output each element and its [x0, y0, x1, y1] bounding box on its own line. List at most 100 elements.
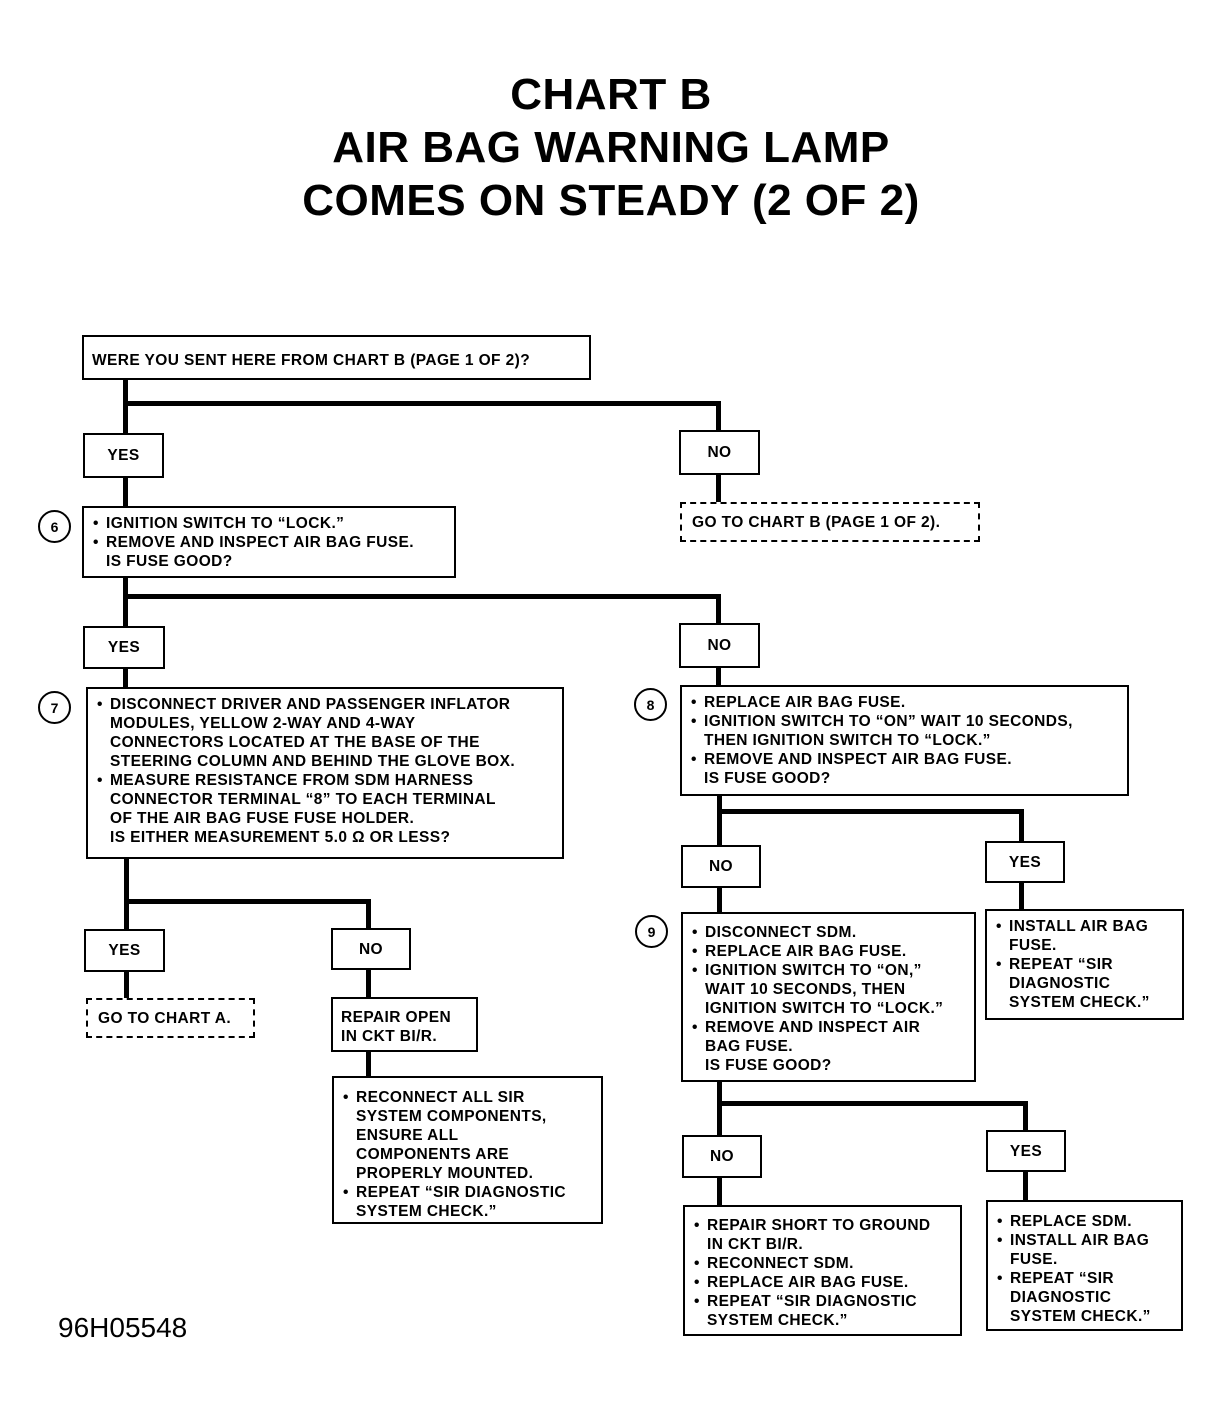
goto-text: GO TO CHART A.	[98, 1009, 232, 1027]
connector	[123, 380, 128, 433]
step-9-no-label: NO	[682, 1135, 762, 1178]
goto-text: GO TO CHART B (PAGE 1 OF 2).	[692, 513, 941, 531]
connector	[717, 1101, 1028, 1106]
step-9-item-line: IGNITION SWITCH TO “ON,”	[705, 962, 922, 979]
no-text: NO	[708, 858, 734, 875]
step-7-yes-action: GO TO CHART A.	[86, 998, 255, 1038]
figure-id: 96H05548	[58, 1312, 188, 1343]
yes-text: YES	[1008, 853, 1042, 871]
step-6-box: IGNITION SWITCH TO “LOCK.” REMOVE AND IN…	[82, 506, 456, 578]
step-9-question: IS FUSE GOOD?	[705, 1057, 832, 1074]
step-8-item: REPLACE AIR BAG FUSE.	[690, 693, 1119, 712]
followup-line: SYSTEM COMPONENTS,	[356, 1108, 547, 1125]
branch1-no-action: GO TO CHART B (PAGE 1 OF 2).	[680, 502, 980, 542]
connector	[366, 1052, 371, 1076]
step-8-item-line: REPLACE AIR BAG FUSE.	[704, 694, 906, 711]
step-8-yes-label: YES	[985, 841, 1065, 883]
yes-text: YES	[1009, 1142, 1043, 1160]
action-line: REPAIR OPEN	[341, 1009, 452, 1026]
step-7-number: 7	[38, 691, 71, 724]
connector	[717, 1082, 722, 1135]
connector	[717, 809, 1024, 814]
step-9-no-action: REPAIR SHORT TO GROUND IN CKT BI/R. RECO…	[683, 1205, 962, 1336]
connector	[716, 401, 721, 431]
step-9-box: DISCONNECT SDM. REPLACE AIR BAG FUSE. IG…	[681, 912, 976, 1082]
connector	[124, 899, 371, 904]
connector	[717, 888, 722, 912]
connector	[366, 899, 371, 929]
connector	[124, 859, 129, 929]
no-text: NO	[358, 940, 384, 958]
action-line: REPLACE AIR BAG FUSE.	[707, 1274, 909, 1291]
connector	[124, 971, 129, 998]
chart-title: CHART B AIR BAG WARNING LAMP COMES ON ST…	[0, 68, 1222, 227]
step-9-item-line: REMOVE AND INSPECT AIR	[705, 1019, 921, 1036]
no-text: NO	[709, 1148, 735, 1165]
connector	[1023, 1172, 1028, 1200]
title-line-3: COMES ON STEADY (2 OF 2)	[302, 176, 920, 225]
step-6-no-label: NO	[679, 623, 760, 668]
title-line-1: CHART B	[510, 70, 712, 119]
step-7-question: IS EITHER MEASUREMENT 5.0 Ω OR LESS?	[110, 829, 451, 846]
step-8-item: REMOVE AND INSPECT AIR BAG FUSE.	[690, 750, 1119, 769]
no-text: NO	[707, 637, 732, 654]
followup-line: SYSTEM CHECK.”	[356, 1203, 497, 1220]
step-8-item-line: IGNITION SWITCH TO “ON” WAIT 10 SECONDS,	[704, 713, 1073, 730]
step-9-item-line: WAIT 10 SECONDS, THEN	[705, 981, 906, 998]
connector	[123, 476, 128, 506]
followup-line: ENSURE ALL	[356, 1127, 459, 1144]
step-9-item: IGNITION SWITCH TO “ON,” WAIT 10 SECONDS…	[691, 961, 966, 1018]
step-6-item: REMOVE AND INSPECT AIR BAG FUSE.	[92, 533, 446, 552]
action-line: INSTALL AIR BAG	[1010, 1232, 1150, 1249]
connector	[123, 594, 721, 599]
followup-item: REPEAT “SIR DIAGNOSTIC SYSTEM CHECK.”	[342, 1183, 593, 1221]
step-7-item: DISCONNECT DRIVER AND PASSENGER INFLATOR…	[96, 695, 554, 771]
step-7-item-line: DISCONNECT DRIVER AND PASSENGER INFLATOR	[110, 696, 511, 713]
action-line: REPAIR SHORT TO GROUND	[707, 1217, 931, 1234]
step-8-yes-action: INSTALL AIR BAG FUSE. REPEAT “SIR DIAGNO…	[985, 909, 1184, 1020]
connector	[717, 1178, 722, 1205]
step-6-yes-label: YES	[83, 626, 165, 669]
action-line: DIAGNOSTIC	[1010, 1289, 1112, 1306]
step-8-item-line: THEN IGNITION SWITCH TO “LOCK.”	[704, 732, 991, 749]
connector	[1019, 809, 1024, 841]
connector	[716, 594, 721, 624]
step-8-question: IS FUSE GOOD?	[704, 770, 831, 787]
branch1-yes-label: YES	[83, 433, 164, 478]
followup-line: COMPONENTS ARE	[356, 1146, 510, 1163]
action-line: INSTALL AIR BAG	[1009, 918, 1149, 935]
action-line: SYSTEM CHECK.”	[707, 1312, 848, 1329]
step-9-item: REPLACE AIR BAG FUSE.	[691, 942, 966, 961]
step-9-item: DISCONNECT SDM.	[691, 923, 966, 942]
step-7-item-line: OF THE AIR BAG FUSE FUSE HOLDER.	[110, 810, 415, 827]
followup-line: PROPERLY MOUNTED.	[356, 1165, 534, 1182]
step-7-item-line: MODULES, YELLOW 2-WAY AND 4-WAY	[110, 715, 416, 732]
step-9-item: REMOVE AND INSPECT AIR BAG FUSE.	[691, 1018, 966, 1056]
action-line: SYSTEM CHECK.”	[1009, 994, 1150, 1011]
connector	[366, 969, 371, 997]
step-7-item-line: MEASURE RESISTANCE FROM SDM HARNESS	[110, 772, 474, 789]
step-7-no-label: NO	[331, 928, 411, 970]
action-item: REPLACE SDM.	[996, 1212, 1173, 1231]
step-7-yes-label: YES	[84, 929, 165, 972]
start-question: WERE YOU SENT HERE FROM CHART B (PAGE 1 …	[92, 352, 531, 369]
step-9-item-line: BAG FUSE.	[705, 1038, 793, 1055]
step-9-item-line: REPLACE AIR BAG FUSE.	[705, 943, 907, 960]
followup-line: RECONNECT ALL SIR	[356, 1089, 525, 1106]
step-8-number: 8	[634, 688, 667, 721]
action-item: REPLACE AIR BAG FUSE.	[693, 1273, 952, 1292]
step-8-no-label: NO	[681, 845, 761, 888]
step-9-item-line: IGNITION SWITCH TO “LOCK.”	[705, 1000, 944, 1017]
action-item: INSTALL AIR BAG FUSE.	[995, 917, 1174, 955]
connector	[123, 578, 128, 626]
title-line-2: AIR BAG WARNING LAMP	[332, 123, 890, 172]
step-8-item-line: REMOVE AND INSPECT AIR BAG FUSE.	[704, 751, 1012, 768]
action-line: REPEAT “SIR	[1010, 1270, 1115, 1287]
action-line: IN CKT BI/R.	[341, 1028, 438, 1045]
step-9-yes-label: YES	[986, 1130, 1066, 1172]
step-6-question: IS FUSE GOOD?	[106, 553, 233, 570]
yes-text: YES	[108, 942, 141, 959]
step-7-followup-box: RECONNECT ALL SIR SYSTEM COMPONENTS, ENS…	[332, 1076, 603, 1224]
action-line: IN CKT BI/R.	[707, 1236, 804, 1253]
branch1-no-label: NO	[679, 430, 760, 475]
